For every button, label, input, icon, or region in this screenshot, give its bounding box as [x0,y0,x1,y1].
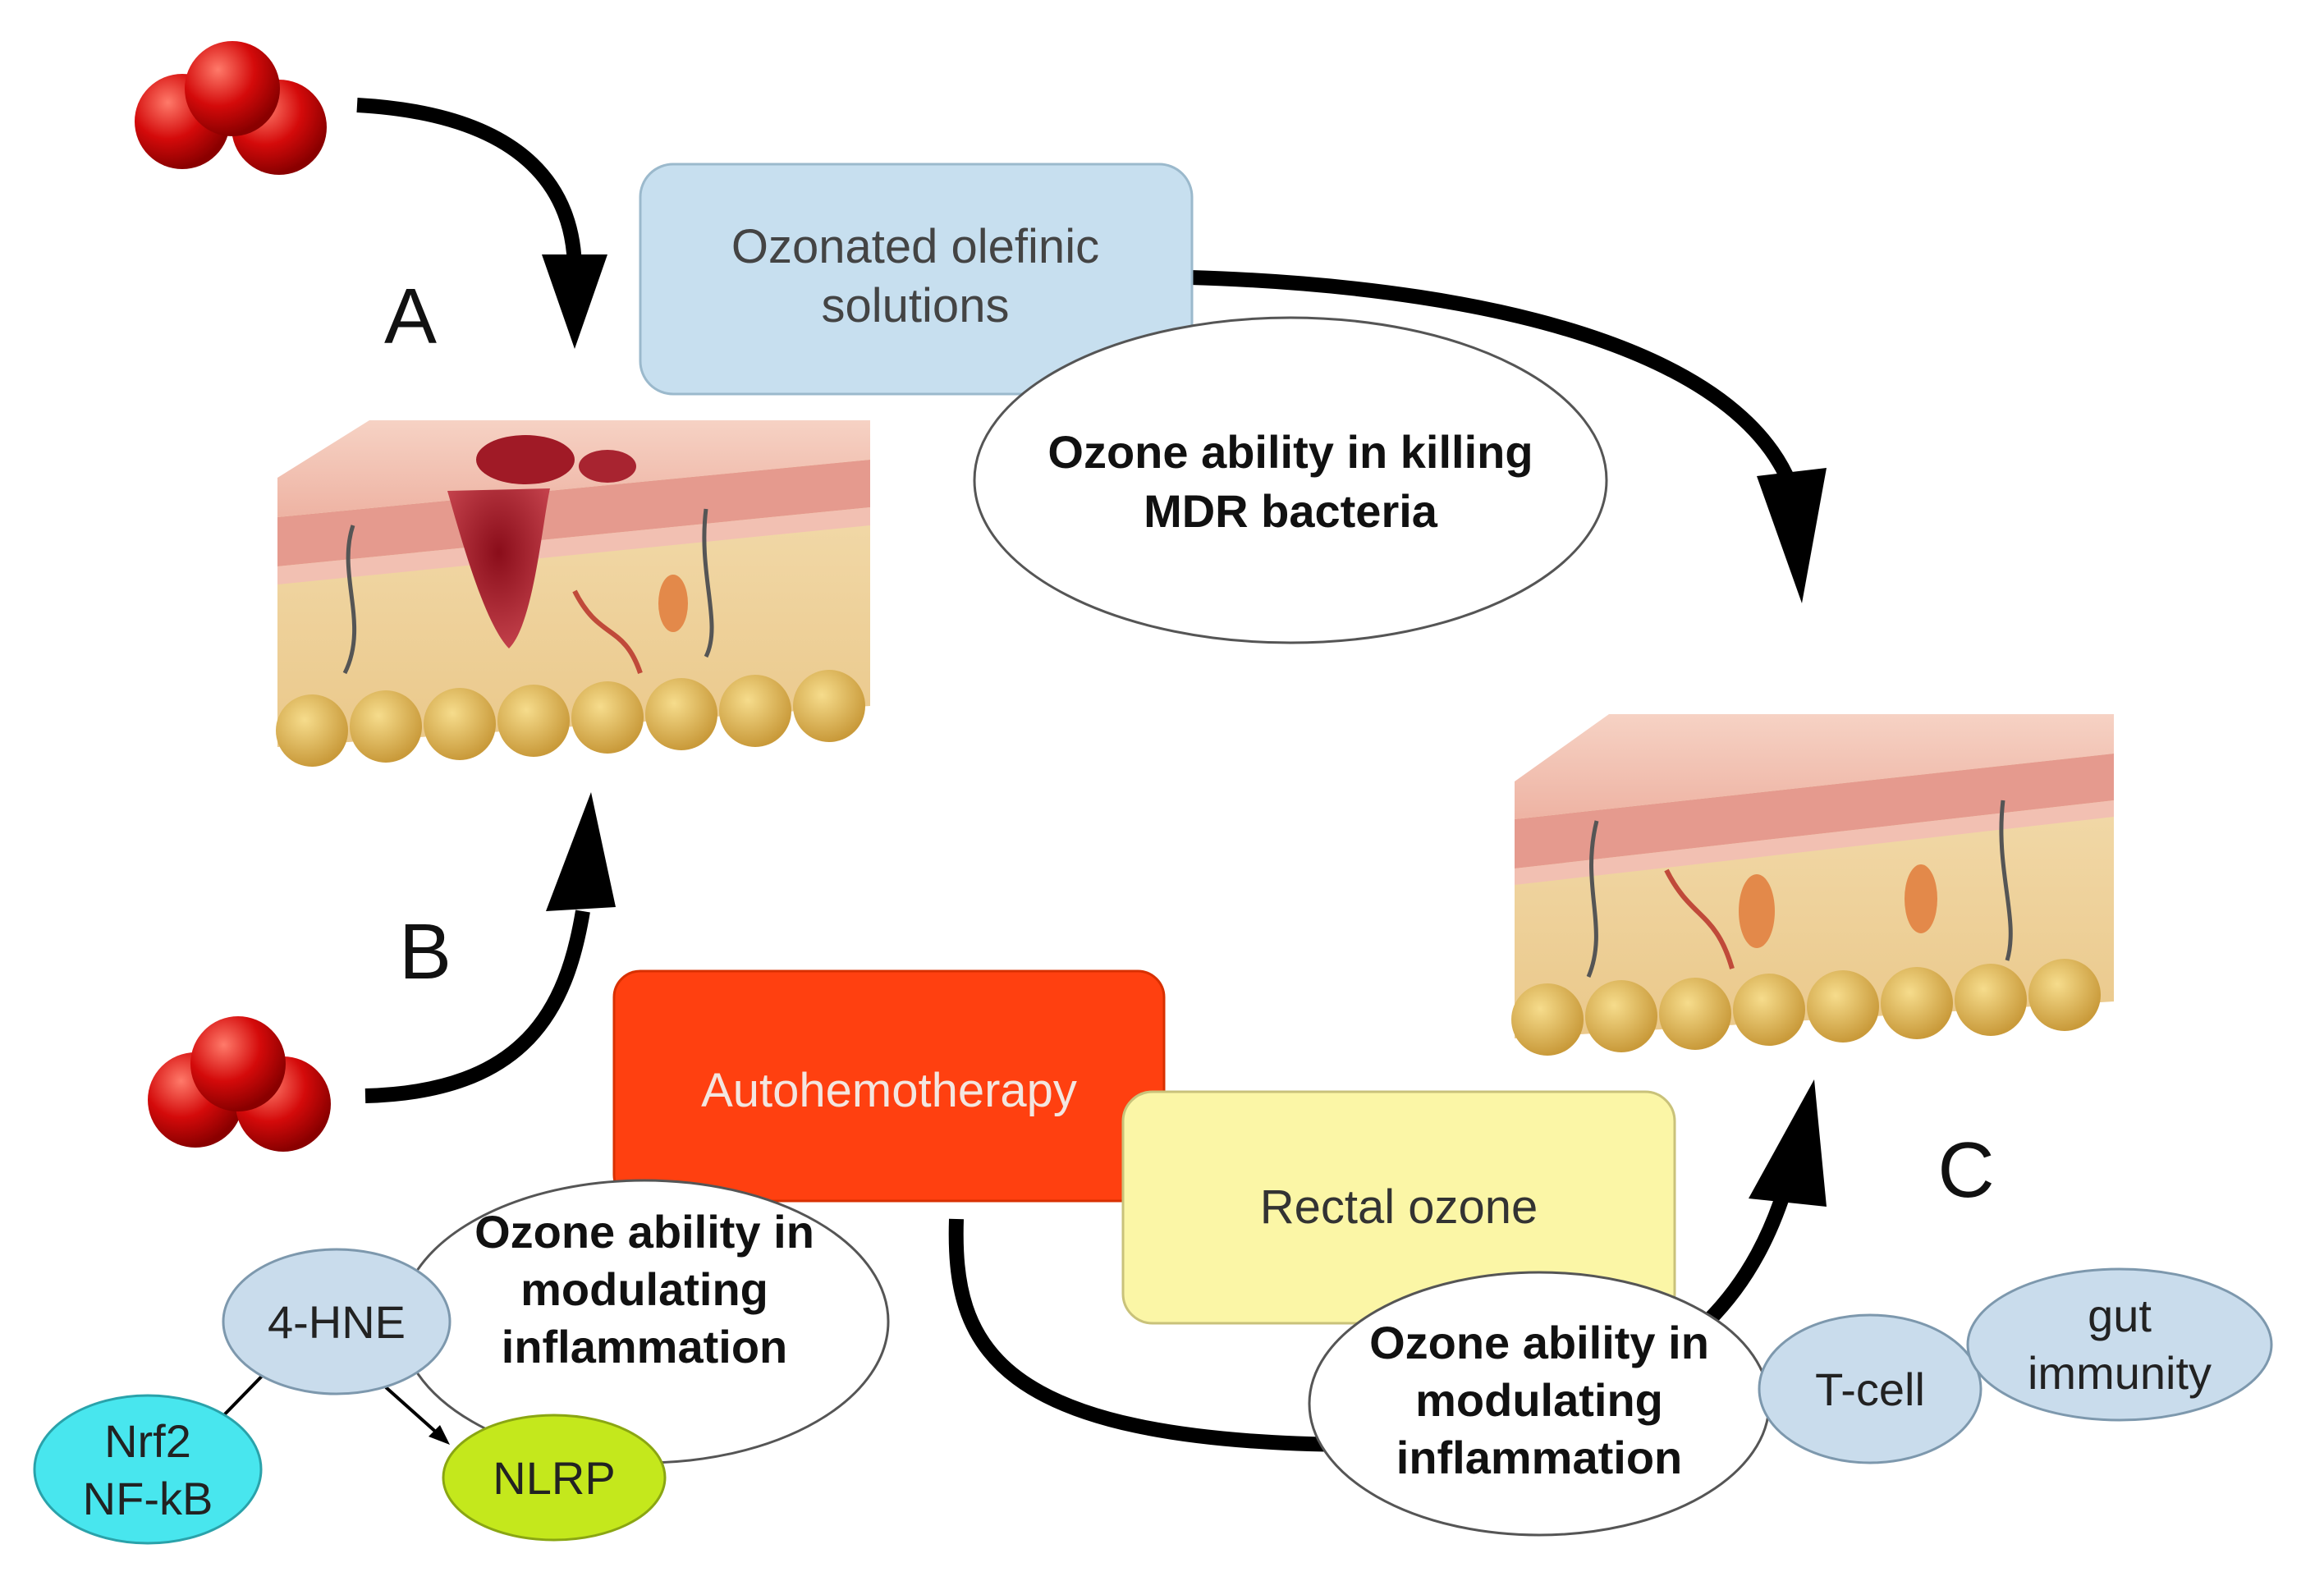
gut-immunity-node: gut immunity [1966,1267,2273,1422]
left-inflammation-network: Ozone ability in modulating inflammation… [33,1179,890,1545]
hne-node: 4-HNE [222,1248,452,1395]
ozone-molecule-icon [135,41,327,175]
healed-skin-illustration [1511,714,2114,1056]
inflam-right-line2: modulating [1415,1374,1663,1426]
arrow-top-left [356,98,607,349]
gut-label: gut [2088,1290,2152,1341]
mdr-label-line2: MDR bacteria [1144,485,1438,537]
panel-label-a: A [384,273,437,360]
inflam-left-line3: inflammation [502,1321,787,1372]
ozone-molecule-icon-bottom [148,1016,331,1152]
ozonated-olefinic-box: Ozonated olefinic solutions [639,163,1194,396]
mdr-label-line1: Ozone ability in killing [1047,426,1533,478]
arrow-bottom-left [364,792,616,1103]
autohemotherapy-label: Autohemotherapy [701,1064,1077,1117]
panel-label-c: C [1937,1126,1994,1214]
autohemotherapy-box: Autohemotherapy [612,969,1166,1203]
nrf2-nfkb-node: Nrf2 NF-kB [33,1394,263,1545]
tcell-node: T-cell [1758,1313,1983,1464]
tcell-label: T-cell [1815,1363,1925,1415]
hne-label: 4-HNE [268,1296,406,1348]
rectal-ozone-box: Rectal ozone [1121,1090,1676,1325]
panel-label-b: B [399,908,452,996]
arrow-top-right [1190,270,1827,603]
right-inflammation-network: Ozone ability in modulating inflammation… [1308,1267,2273,1537]
mdr-bacteria-ellipse: Ozone ability in killing MDR bacteria [973,316,1608,644]
fat-layer-healed [1511,959,2101,1056]
nfkb-label: NF-kB [83,1473,213,1524]
rectal-ozone-label: Rectal ozone [1260,1180,1538,1234]
arrow-bottom-right [948,1079,1827,1452]
ozonated-label-line2: solutions [822,279,1010,332]
inflam-right-line1: Ozone ability in [1369,1317,1709,1368]
nlrp-label: NLRP [493,1452,615,1504]
fat-layer [276,670,865,767]
immunity-label: immunity [2028,1347,2212,1399]
wounded-skin-illustration [276,420,870,767]
nrf2-label: Nrf2 [104,1415,191,1467]
inflam-right-line3: inflammation [1396,1432,1682,1483]
ozonated-label-line1: Ozonated olefinic [731,220,1099,273]
inflam-left-line1: Ozone ability in [474,1206,814,1258]
nlrp-node: NLRP [442,1414,667,1542]
inflam-left-line2: modulating [520,1263,768,1315]
